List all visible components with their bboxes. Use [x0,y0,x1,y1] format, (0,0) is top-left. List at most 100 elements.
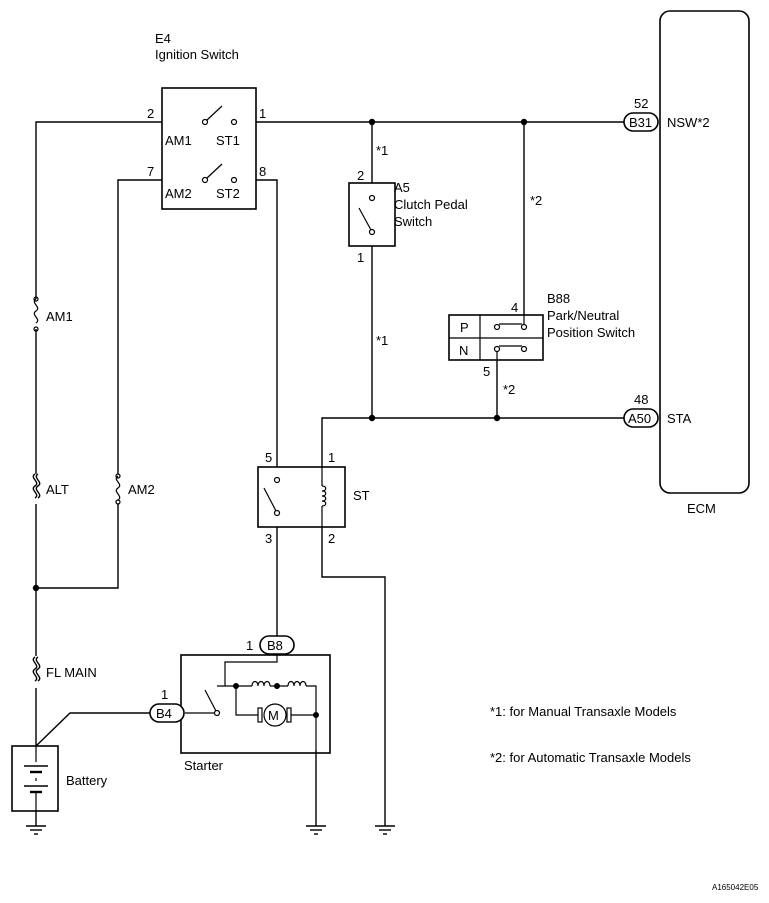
clutch-switch-name-1: Clutch Pedal [394,197,468,212]
relay-pin-3: 3 [265,531,272,546]
ground-relay [375,825,395,835]
pn-switch-name-1: Park/Neutral [547,308,619,323]
ecm-terminal-sta: STA [667,411,692,426]
pn-switch-code: B88 [547,291,570,306]
starter-internal-wire [224,654,278,686]
starter-body [180,654,331,754]
starter-label: Starter [184,758,224,773]
junction-dot [32,584,40,592]
battery-body [11,745,59,812]
starter-field-coil-1 [251,680,271,687]
ign-terminal-st2: ST2 [216,186,240,201]
connector-b31 [623,112,659,132]
ign-terminal-am2: AM2 [165,186,192,201]
starter-field-coil-2 [287,680,307,687]
note-manual: *1: for Manual Transaxle Models [490,704,677,719]
fuse-am1-icon [33,298,39,324]
ground-battery [26,825,46,835]
pn-pos-n: N [459,343,468,358]
ign-pin-am1: 2 [147,106,154,121]
ecm-pin-sta: 48 [634,392,648,407]
ecm-label: ECM [687,501,716,516]
pn-pos-p: P [460,320,469,335]
connector-b4-label: B4 [156,706,172,721]
ign-terminal-st1: ST1 [216,133,240,148]
wires [35,121,624,826]
ign-contact-st2 [230,176,238,184]
battery: Battery [11,745,108,812]
junction-dot [493,414,501,422]
ign-contact-st1 [230,118,238,126]
ign-contact-am2 [201,176,209,184]
park-neutral-switch: P N 4 5 *2 *2 B88 Park/Neutral Position … [448,193,635,397]
connector-b4 [149,703,185,723]
starter: B8 1 M Starter B4 1 [149,635,331,773]
wire-sta-bus [321,417,624,467]
pn-pin-top: 4 [511,300,518,315]
motor-label: M [268,708,279,723]
fuse-fl-main: FL MAIN [30,656,97,688]
pn-note-bottom: *2 [503,382,515,397]
clutch-switch-code: A5 [394,180,410,195]
ground-starter [306,750,326,835]
junction-dot [368,414,376,422]
ign-pin-st2: 8 [259,164,266,179]
ignition-switch-code: E4 [155,31,171,46]
connector-a50 [623,408,659,428]
pn-switch-name-2: Position Switch [547,325,635,340]
clutch-note-top: *1 [376,143,388,158]
relay-body [257,466,346,528]
connector-b8-label: B8 [267,638,283,653]
wire-am-left [35,121,162,589]
fuse-fl-main-icon [32,656,38,682]
ignition-switch-body [161,87,257,210]
ecm-pin-nsw: 52 [634,96,648,111]
battery-pin: 1 [161,687,168,702]
starter-pin: 1 [246,638,253,653]
ecm: ECM B31 52 NSW*2 A50 48 STA [623,10,750,516]
clutch-switch-body [348,182,396,247]
ecm-body [659,10,750,494]
relay-pin-5: 5 [265,450,272,465]
fuse-fl-main-label: FL MAIN [46,665,97,680]
fuse-am2-icon [115,475,121,501]
ignition-switch: E4 Ignition Switch AM1 ST1 AM2 ST2 2 1 7… [147,31,266,210]
ign-pin-st1: 1 [259,106,266,121]
ign-blade-2 [206,163,223,179]
connector-b31-label: B31 [629,115,652,130]
ign-terminal-am1: AM1 [165,133,192,148]
wire-st2-relay [256,179,278,467]
relay-coil-icon [321,485,327,507]
fuse-alt-label: ALT [46,482,69,497]
figure-id: A165042E05 [712,883,759,892]
ecm-terminal-nsw: NSW*2 [667,115,710,130]
clutch-switch-blade [358,207,372,231]
battery-label: Battery [66,773,108,788]
pn-note-top: *2 [530,193,542,208]
note-automatic: *2: for Automatic Transaxle Models [490,750,691,765]
junction-dots [32,118,528,592]
relay-switch-blade [263,487,277,512]
relay-label: ST [353,488,370,503]
ign-blade-1 [206,105,223,121]
clutch-pin-bottom: 1 [357,250,364,265]
relay-pin-2: 2 [328,531,335,546]
clutch-pedal-switch: 2 1 *1 *1 A5 Clutch Pedal Switch [348,143,468,348]
st-relay: ST 5 1 3 2 [257,450,370,546]
fuse-alt: ALT [30,473,69,504]
clutch-note-bottom: *1 [376,333,388,348]
ignition-switch-name: Ignition Switch [155,47,239,62]
fuse-am2: AM2 [112,473,155,505]
relay-pin-1: 1 [328,450,335,465]
ign-contact-am1 [201,118,209,126]
ign-pin-am2: 7 [147,164,154,179]
fuse-am1-label: AM1 [46,309,73,324]
fuse-am1: AM1 [30,296,73,332]
clutch-pin-top: 2 [357,168,364,183]
junction-dot [368,118,376,126]
connector-a50-label: A50 [628,411,651,426]
junction-dot [520,118,528,126]
wire-battery-starter [35,712,150,747]
motor-icon [263,703,287,727]
